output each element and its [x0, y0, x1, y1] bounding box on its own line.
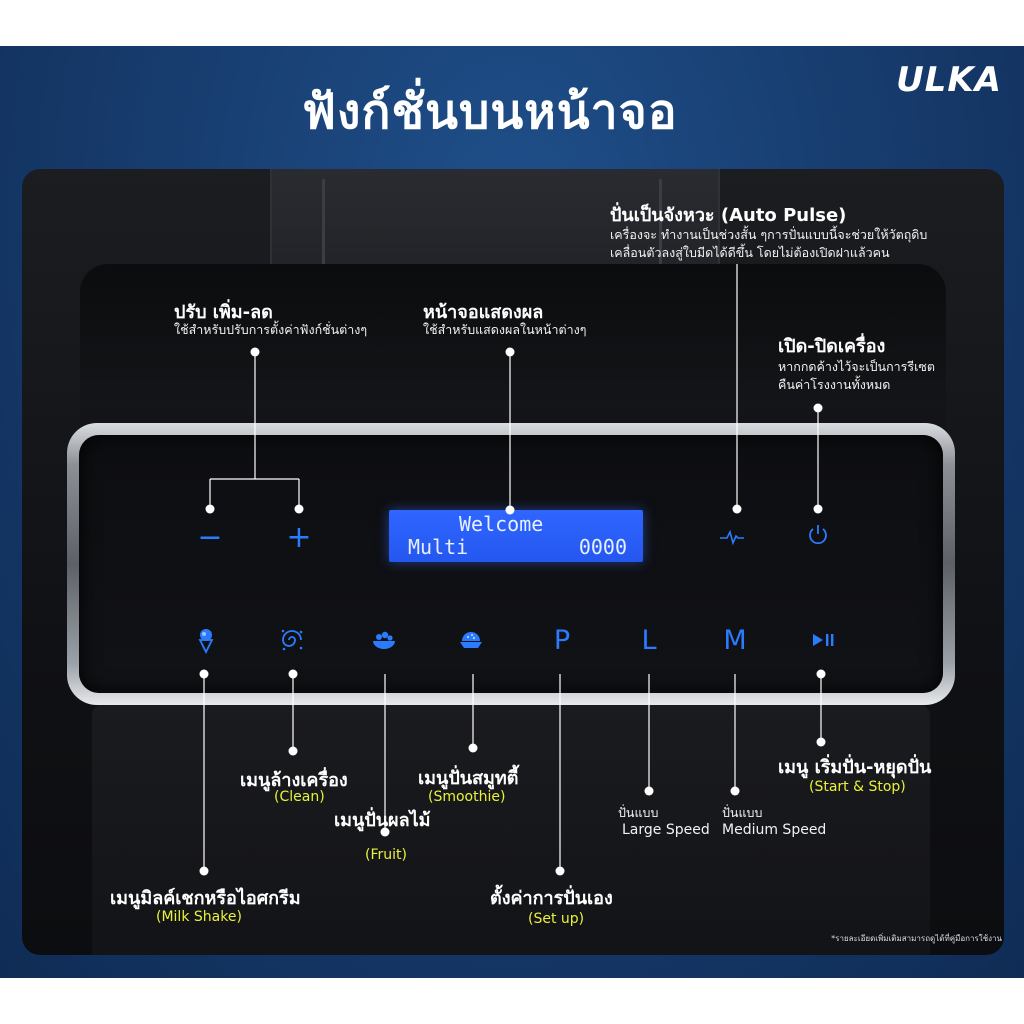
fruit-bowl-icon: [373, 631, 395, 649]
footnote: *รายละเอียดเพิ่มเติมสามารถดูได้ที่คู่มือ…: [831, 934, 1002, 943]
clean-label: เมนูล้างเครื่อง: [240, 770, 348, 791]
smoothie-label-en: (Smoothie): [428, 789, 506, 805]
milkshake-label: เมนูมิลค์เชกหรือไอศกรีม: [110, 888, 301, 909]
large-speed-label: ปั่นแบบ: [618, 805, 659, 820]
plus-button[interactable]: +: [286, 519, 312, 555]
fruit-label-en: (Fruit): [365, 847, 407, 863]
play-pause-icon: [813, 634, 834, 646]
adjust-title: ปรับ เพิ่ม-ลด: [174, 302, 273, 323]
auto-pulse-desc-1: เครื่องจะ ทำงานเป็นช่วงสั้น ๆการปั่นแบบน…: [610, 227, 928, 242]
adjust-desc: ใช้สำหรับปรับการตั้งค่าฟังก์ชั่นต่างๆ: [174, 322, 368, 337]
swirl-icon: [281, 629, 303, 651]
screen-title: หน้าจอแสดงผล: [423, 302, 544, 323]
power-icon: [809, 525, 827, 545]
screen-desc: ใช้สำหรับแสดงผลในหน้าต่างๆ: [423, 322, 587, 337]
clean-label-en: (Clean): [274, 789, 325, 805]
power-desc-1: หากกดค้างไว้จะเป็นการรีเซต: [778, 359, 935, 374]
smoothie-cup-icon: [460, 632, 482, 648]
setup-label: ตั้งค่าการปั่นเอง: [490, 888, 613, 909]
program-setup-button[interactable]: P: [553, 624, 571, 656]
power-button[interactable]: [800, 517, 836, 553]
medium-speed-label: ปั่นแบบ: [722, 805, 763, 820]
minus-button[interactable]: −: [197, 519, 223, 555]
power-desc-2: คืนค่าโรงงานทั้งหมด: [778, 377, 891, 392]
power-title: เปิด-ปิดเครื่อง: [778, 336, 886, 357]
smoothie-button[interactable]: [453, 622, 489, 658]
fruit-button[interactable]: [366, 622, 402, 658]
lcd-counter-text: 0000: [578, 535, 627, 559]
start-stop-label: เมนู เริ่มปั่น-หยุดปั่น: [778, 757, 932, 778]
milkshake-label-en: (Milk Shake): [156, 909, 242, 925]
leader-lines: [199, 264, 826, 876]
lcd-display: Welcome Multi 0000: [389, 510, 643, 562]
start-stop-label-en: (Start & Stop): [809, 779, 906, 795]
page-title: ฟังก์ชั่นบนหน้าจอ: [302, 84, 678, 140]
start-stop-button[interactable]: [805, 622, 841, 658]
pulse-button[interactable]: [714, 519, 750, 555]
smoothie-label: เมนูปั่นสมูทตี้: [418, 768, 519, 789]
milkshake-button[interactable]: [188, 622, 224, 658]
large-speed-button[interactable]: L: [641, 624, 657, 656]
auto-pulse-desc-2: เคลื่อนตัวลงสู่ใบมีดได้ดีขึ้น โดยไม่ต้อง…: [610, 245, 890, 260]
pulse-wave-icon: [720, 529, 744, 546]
fruit-label: เมนูปั่นผลไม้: [334, 810, 431, 831]
blender-body-base: [92, 705, 930, 955]
blender-photo-panel: Welcome Multi 0000 − +: [22, 169, 1004, 955]
medium-speed-label-en: Medium Speed: [722, 822, 827, 838]
clean-button[interactable]: [274, 622, 310, 658]
brand-logo: ULKA: [896, 60, 1002, 100]
large-speed-label-en: Large Speed: [622, 822, 710, 838]
ice-cream-cone-icon: [198, 629, 214, 654]
setup-label-en: (Set up): [528, 911, 585, 927]
auto-pulse-title: ปั่นเป็นจังหวะ (Auto Pulse): [610, 205, 847, 226]
lcd-mode-text: Multi: [408, 535, 469, 559]
lcd-welcome-text: Welcome: [459, 512, 544, 536]
control-panel: [79, 435, 943, 693]
medium-speed-button[interactable]: M: [723, 624, 747, 656]
background-frame: ฟังก์ชั่นบนหน้าจอ ULKA Welcome Multi 000…: [0, 46, 1024, 978]
